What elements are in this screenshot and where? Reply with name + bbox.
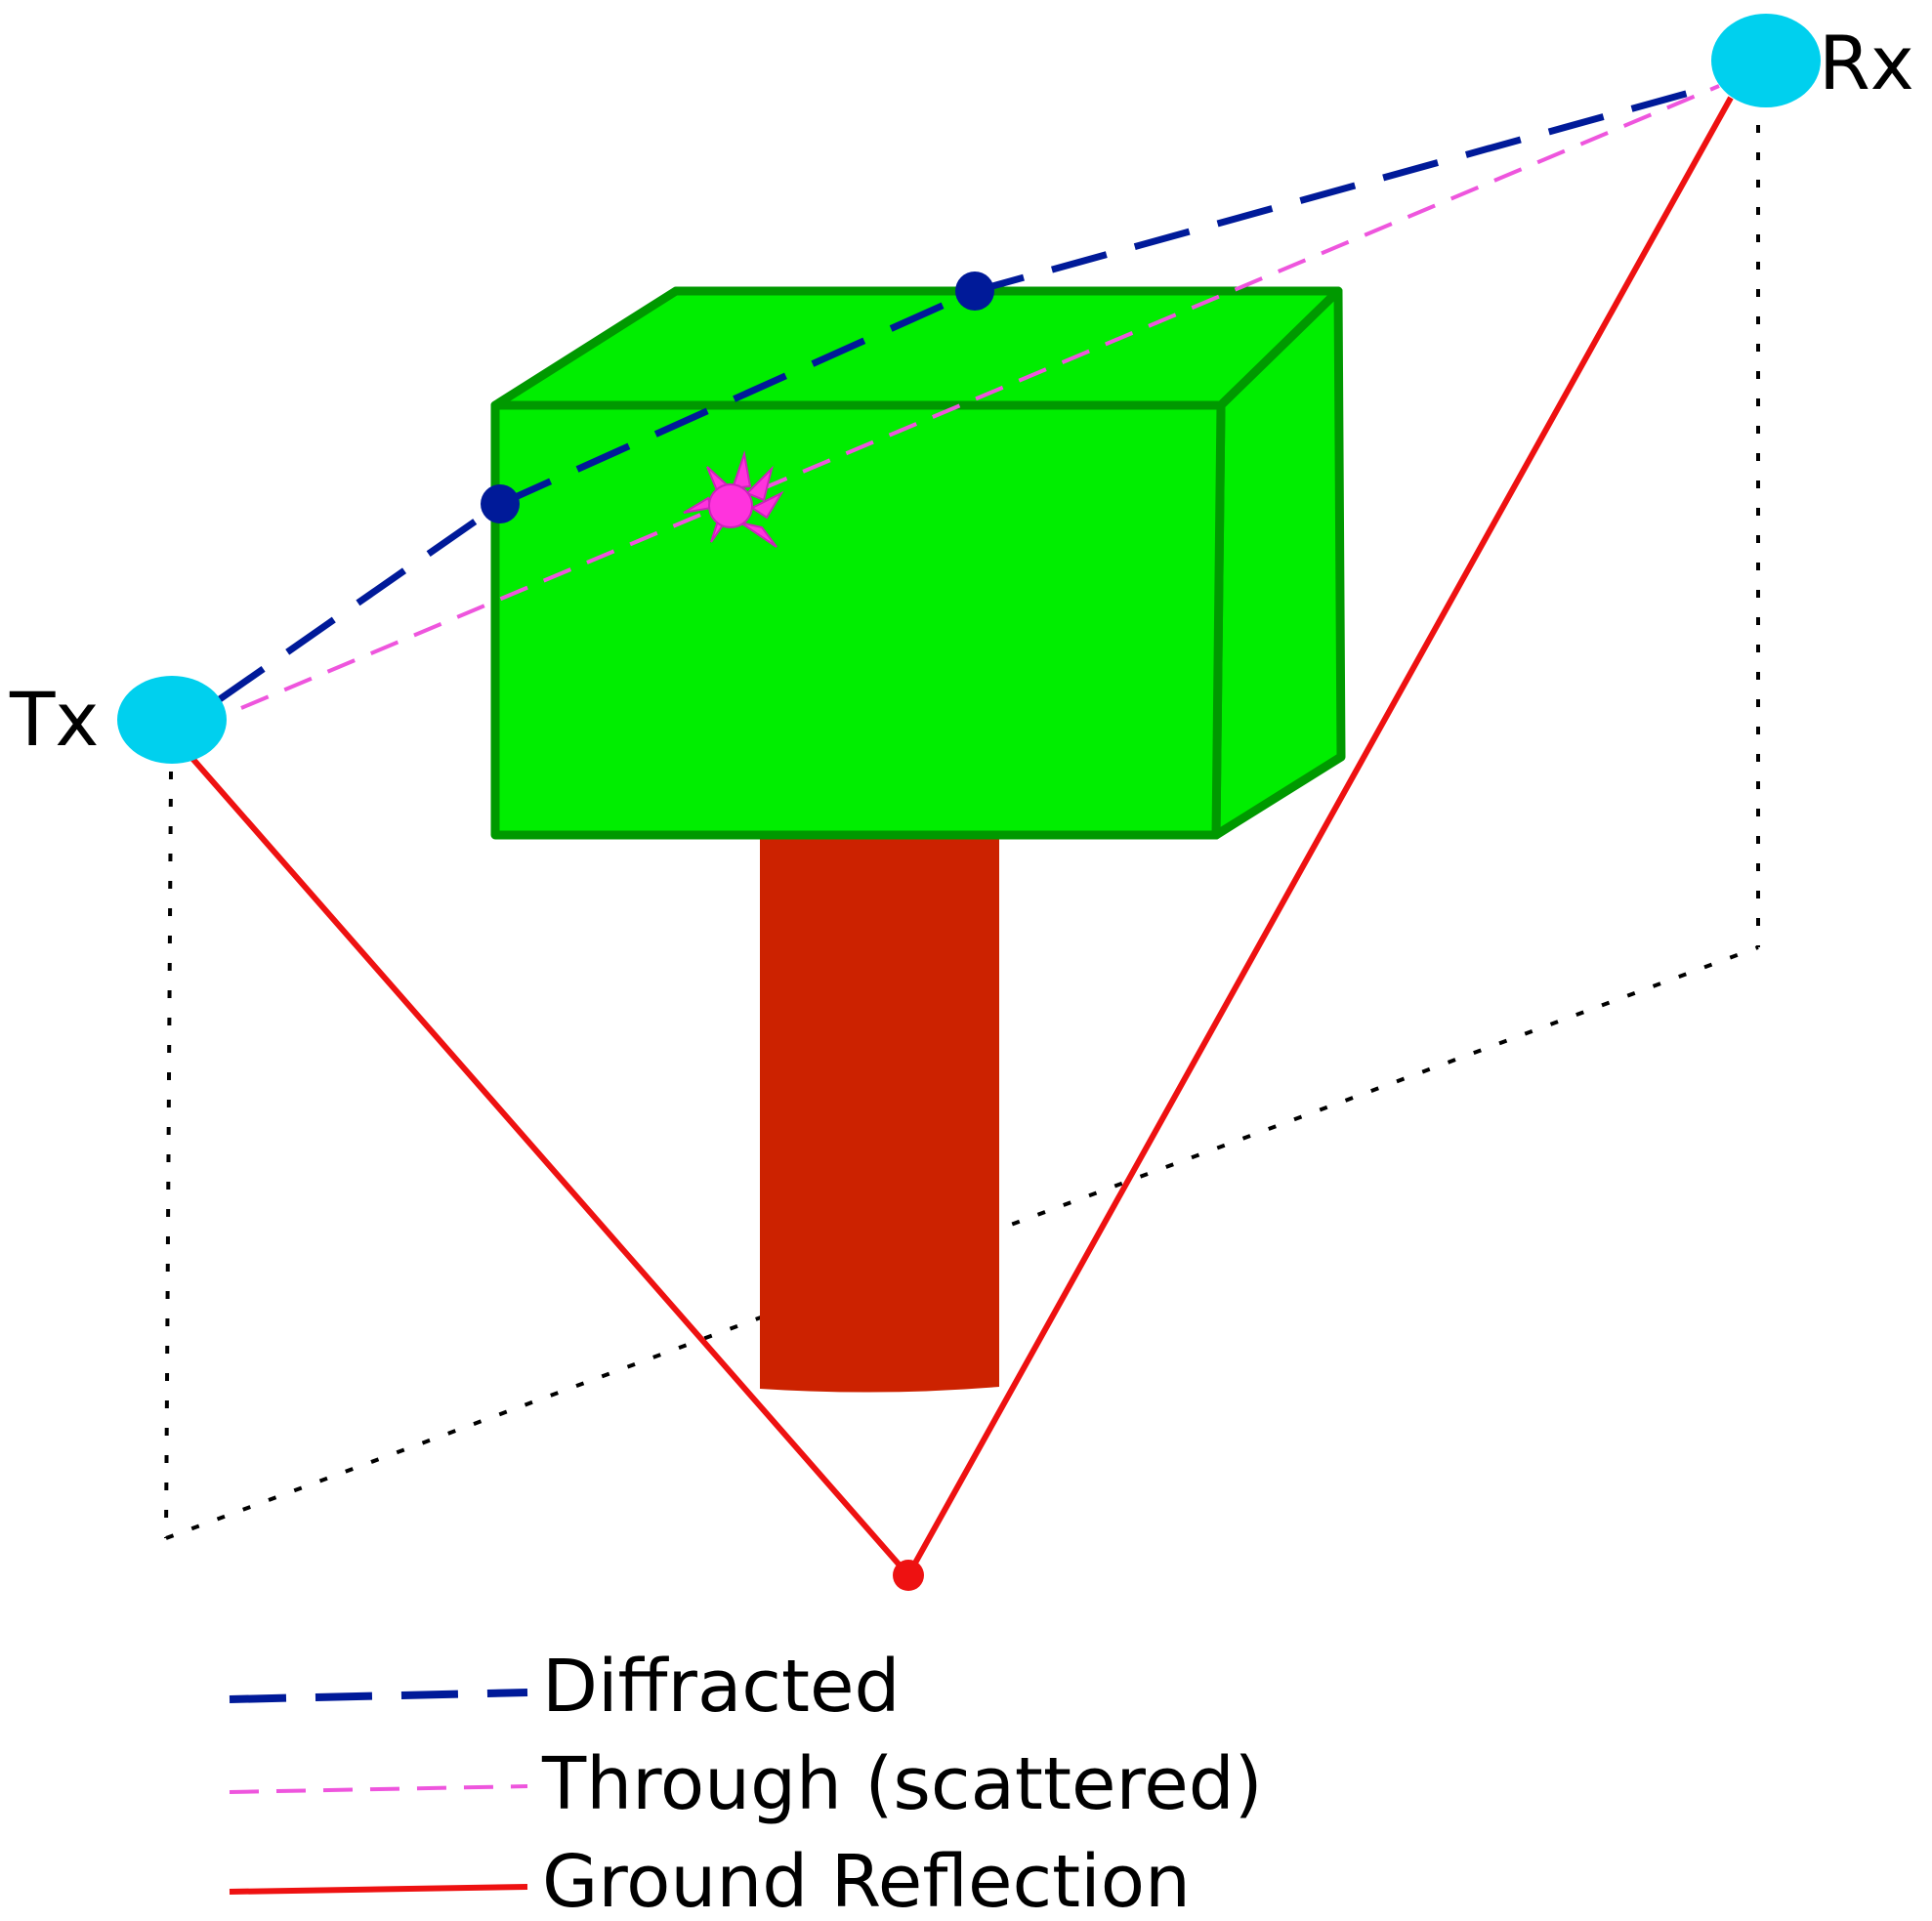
legend-label-ground-reflection: Ground Reflection [542,1840,1191,1921]
tx-label: Tx [9,676,99,763]
tree-canopy [490,286,1346,840]
rx-node: Rx [1711,14,1914,107]
legend-item-diffracted: Diffracted [229,1645,901,1729]
legend-label-diffracted: Diffracted [542,1645,901,1729]
tx-node: Tx [9,676,227,764]
legend-swatch-diffracted [229,1689,528,1703]
rx-label: Rx [1819,20,1914,106]
legend: Diffracted Through (scattered) Ground Re… [229,1645,1263,1921]
tx-vertical-drop [164,771,173,1539]
reflection-point [893,1560,924,1591]
diffraction-point-top [955,271,994,311]
scatter-point [683,450,784,548]
through-scattered-path [240,84,1720,710]
legend-item-through: Through (scattered) [229,1742,1263,1826]
canopy-top-face [490,286,1343,410]
legend-swatch-ground-reflection [229,1884,528,1895]
legend-swatch-through [229,1784,528,1794]
diffraction-point-front [481,484,520,523]
legend-label-through: Through (scattered) [541,1742,1263,1826]
canopy-front-face [490,400,1226,840]
rx-antenna [1711,14,1821,107]
legend-item-ground-reflection: Ground Reflection [229,1840,1191,1921]
tx-antenna [117,676,227,764]
tree-trunk [760,835,999,1393]
diffracted-path [214,82,1715,704]
